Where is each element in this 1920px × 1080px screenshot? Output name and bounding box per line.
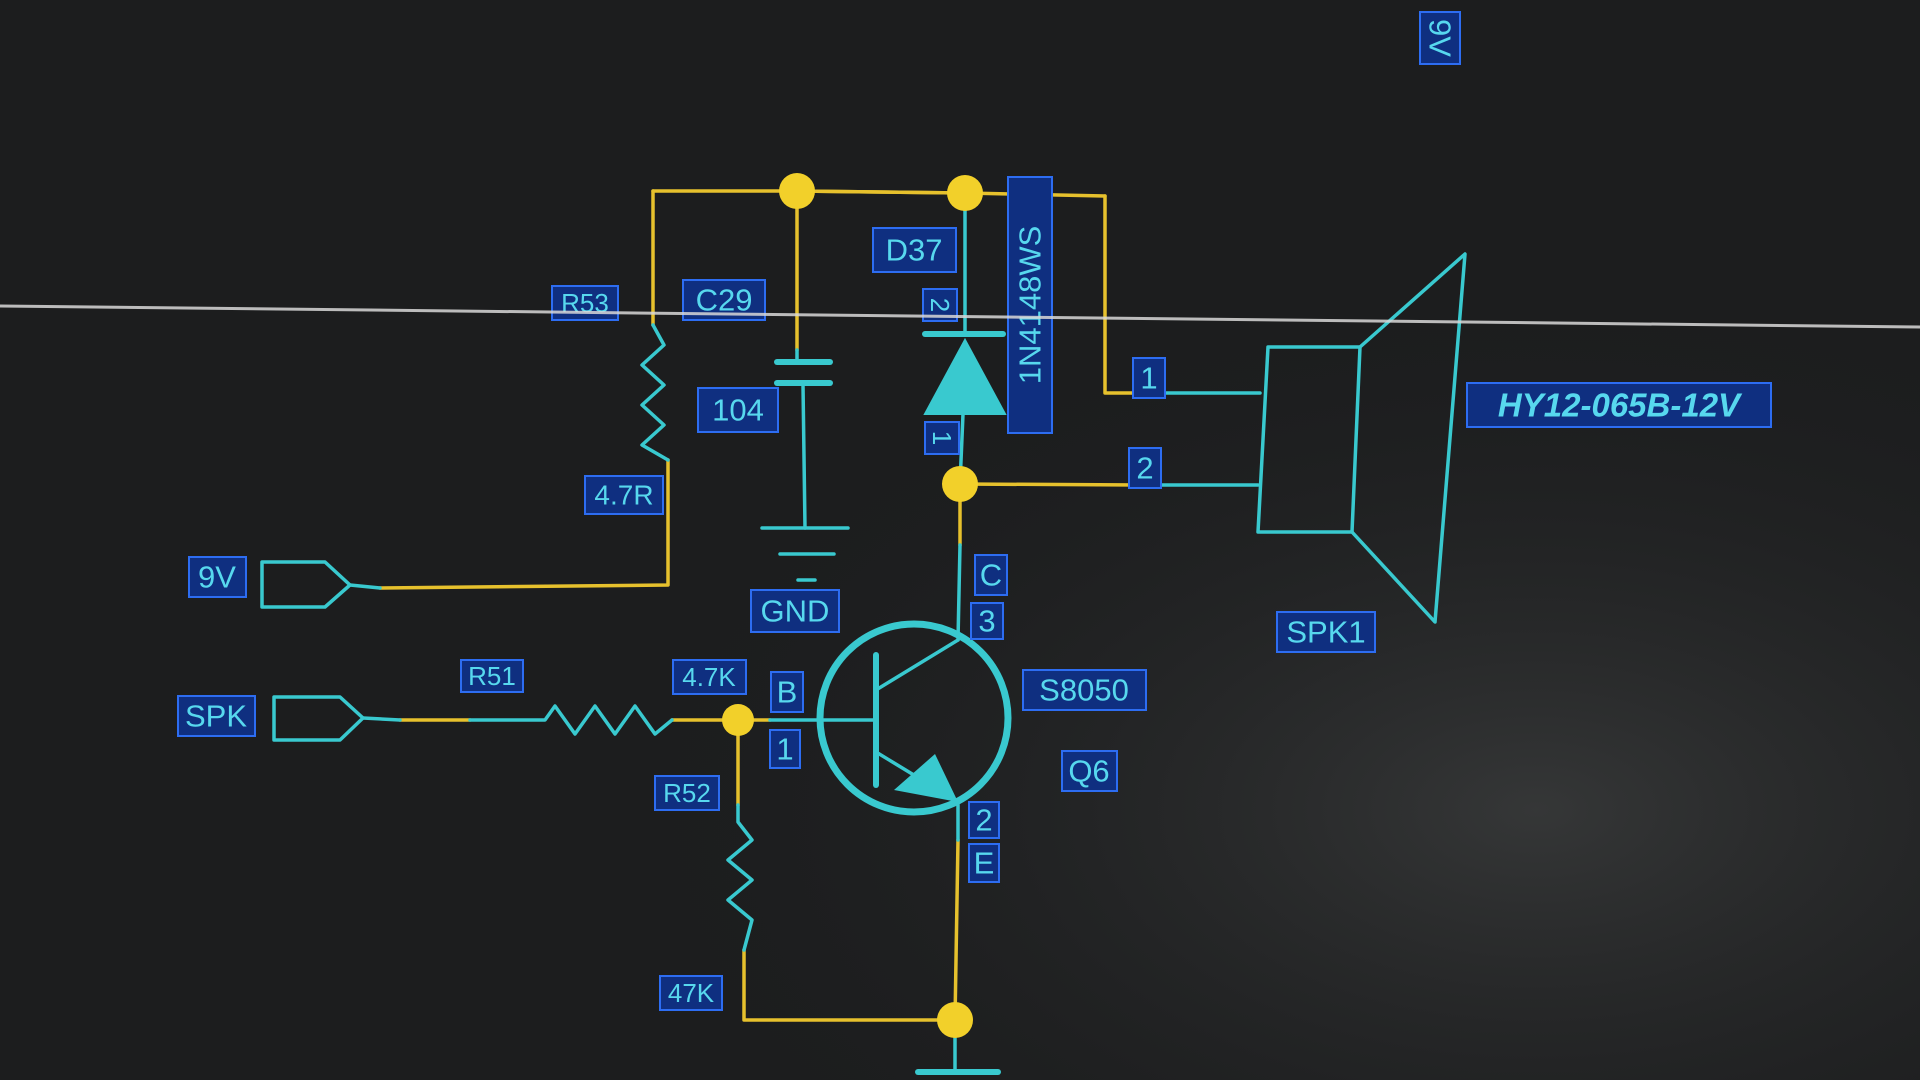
label-emitter: E [968,843,1000,883]
r53-resistor-symbol [640,323,670,462]
screen-glare-line [0,304,1920,329]
label-net-9v-text: 9V [198,560,236,595]
label-diode-pin-bottom: 1 [924,421,960,455]
label-collector-pin-text: 3 [978,604,995,639]
label-spk-pin1: 1 [1132,357,1166,399]
c29-lead-bottom [801,383,807,530]
label-gnd: GND [750,589,840,633]
label-emitter-text: E [974,846,995,881]
label-spk-pin2-text: 2 [1136,451,1153,486]
label-net-9v: 9V [188,556,247,598]
junction-top-right [947,175,983,211]
r51-resistor-symbol [468,704,674,736]
label-base-pin-text: 1 [776,732,793,767]
spk-port-symbol [272,695,365,742]
label-base-text: B [777,675,798,710]
label-r52-value: 47K [659,975,723,1011]
label-r52-value-text: 47K [668,978,715,1008]
label-collector-text: C [980,558,1002,593]
q6-transistor-circle [816,620,1012,816]
junction-base [722,704,754,736]
label-gnd-text: GND [761,594,830,629]
label-r53-value: 4.7R [584,475,664,515]
spk-port-lead [361,716,402,722]
label-diode-pin-bottom-text: 1 [927,431,957,445]
label-net-spk: SPK [177,695,256,737]
components [260,208,1467,1075]
junction-emitter [937,1002,973,1038]
9v-port-symbol [260,560,352,609]
label-r51-value-text: 4.7K [682,662,736,692]
label-r53-value-text: 4.7R [594,480,653,511]
label-diode-pin-top-text: 2 [925,298,955,312]
labels: 9V D37 1N4148WS R53 C29 2 1 [177,11,1772,1011]
net-label-9v-top-text: 9V [1423,19,1458,57]
label-spk1: SPK1 [1276,611,1376,653]
label-q6-text: Q6 [1068,754,1109,789]
label-emitter-pin: 2 [968,801,1000,839]
label-spk1-text: SPK1 [1286,615,1365,650]
label-cap-value-text: 104 [712,393,764,428]
label-r53: R53 [551,285,619,321]
junction-top-left [779,173,815,209]
label-r51-text: R51 [468,661,516,691]
label-collector-pin: 3 [970,602,1004,640]
wires [378,189,1142,1022]
label-diode-pin-top: 2 [922,288,958,322]
label-spk-pin1-text: 1 [1140,361,1157,396]
wire-9v-to-r53 [378,458,670,590]
label-cap-value: 104 [697,387,779,433]
label-c29-text: C29 [696,283,753,318]
q6-collector-line [874,638,960,692]
q6-emitter-arrow [894,754,958,802]
9v-port-lead [348,583,382,590]
label-speaker-part-text: HY12-065B-12V [1498,387,1743,424]
label-emitter-pin-text: 2 [975,803,992,838]
q6-collector-lead [956,543,962,642]
label-r51-value: 4.7K [672,659,747,695]
label-r52-text: R52 [663,778,711,808]
wire-collector-to-spk-pin2 [958,482,1142,487]
spk1-cone [1350,252,1467,624]
label-d37: D37 [872,227,957,273]
label-base: B [770,671,804,713]
junctions [722,173,983,1038]
label-transistor-part: S8050 [1022,669,1147,711]
junction-collector [942,466,978,502]
label-spk-pin2: 2 [1128,447,1162,489]
label-r51: R51 [460,659,524,693]
label-speaker-part: HY12-065B-12V [1466,382,1772,428]
r52-resistor-symbol [726,803,754,952]
label-q6: Q6 [1061,750,1118,792]
label-d37-text: D37 [886,233,943,268]
label-diode-part-text: 1N4148WS [1013,226,1048,385]
label-net-spk-text: SPK [185,699,247,734]
d37-anode-triangle [923,337,1007,415]
wire-r52-to-emitter-node [742,948,957,1022]
label-r52: R52 [654,775,720,811]
label-base-pin: 1 [769,729,801,769]
wire-emitter-down [953,838,960,1022]
wire-rail-to-spk-pin1 [1103,194,1142,395]
wire-top-rail-right [793,189,967,195]
label-diode-part: 1N4148WS [1007,176,1053,434]
label-collector: C [974,554,1008,596]
label-transistor-part-text: S8050 [1039,673,1129,708]
label-c29: C29 [682,279,766,321]
net-label-9v-top: 9V [1419,11,1461,65]
